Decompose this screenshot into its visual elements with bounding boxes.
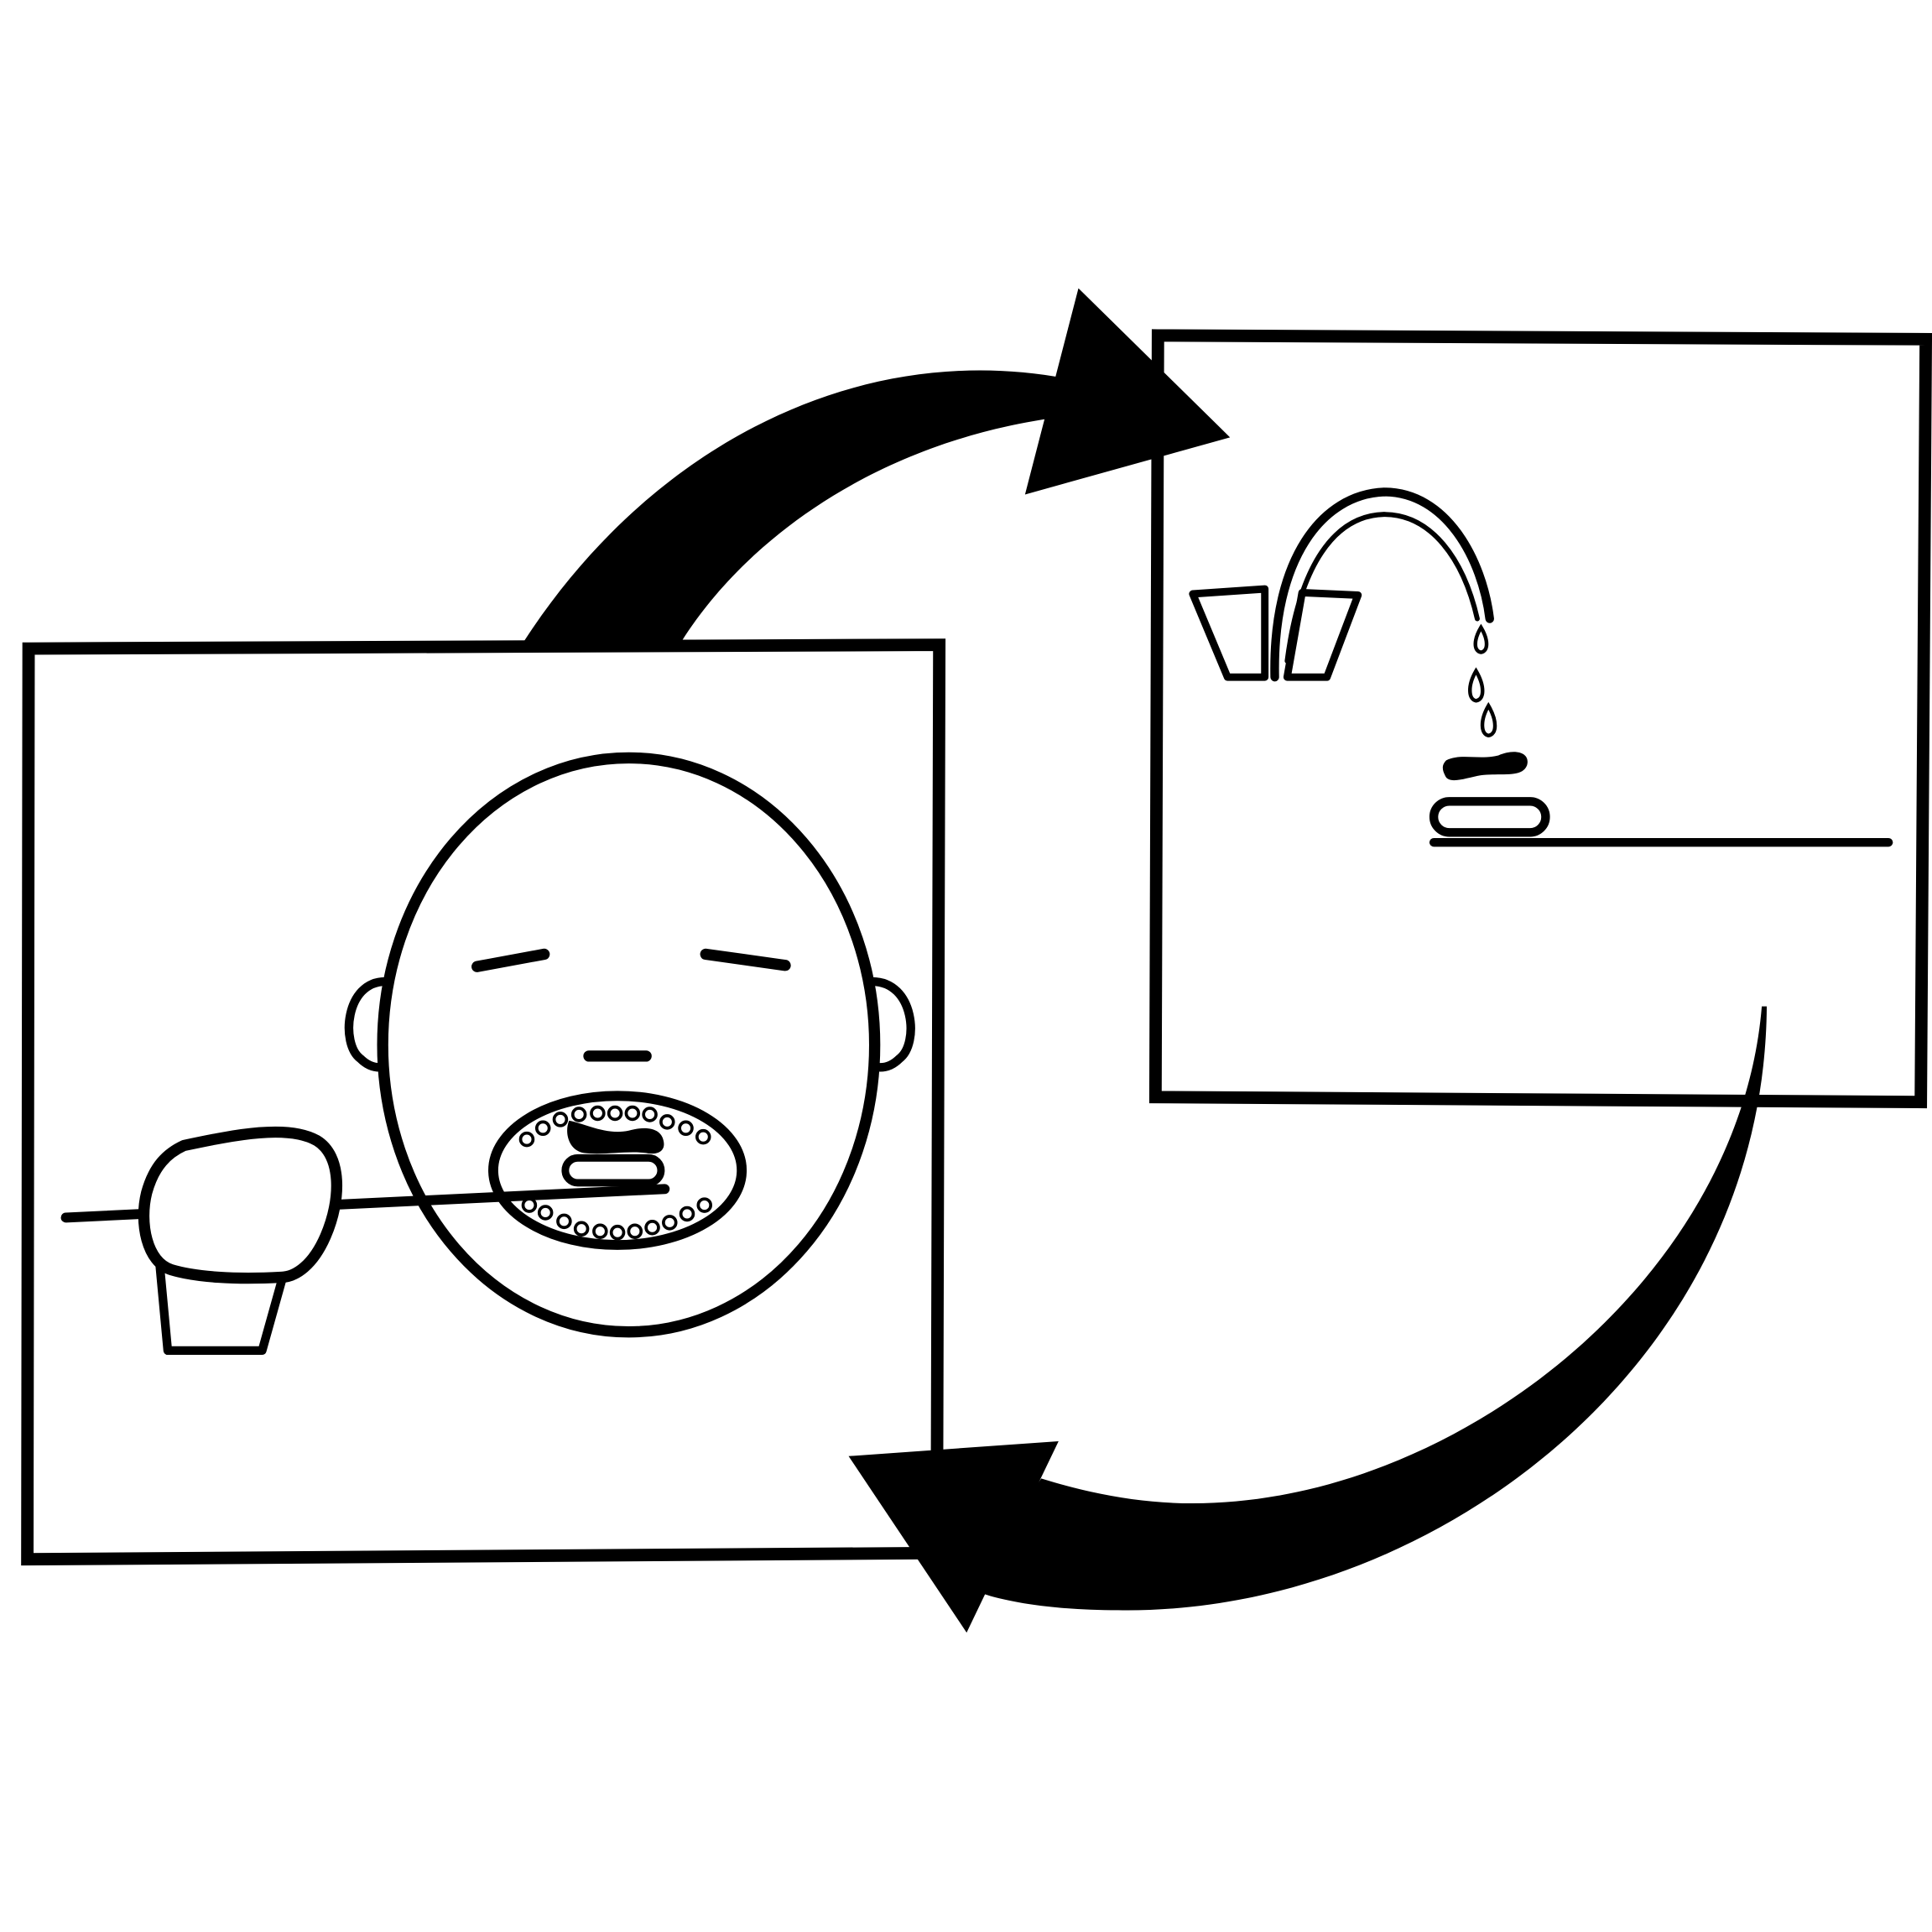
toothbrush-head-icon bbox=[561, 1153, 665, 1187]
toothpaste-on-brush-icon bbox=[567, 1120, 664, 1154]
faucet-spout-outer bbox=[1270, 487, 1494, 682]
faucet-spout-inner bbox=[1284, 512, 1480, 664]
arrow-bottom-head bbox=[848, 1440, 1059, 1633]
faucet-icon bbox=[1189, 487, 1494, 682]
toothpaste-icon bbox=[1442, 752, 1528, 781]
curved-arrow-icon-bottom bbox=[848, 1006, 1768, 1633]
hand-icon bbox=[138, 1126, 342, 1284]
water-drops-icon bbox=[1468, 623, 1497, 738]
left-eye-icon bbox=[471, 948, 550, 972]
arrow-bottom-body bbox=[969, 1006, 1768, 1611]
arrow-top-head bbox=[1024, 288, 1231, 495]
rinsing-panel bbox=[1148, 329, 1932, 1109]
rinsing-panel-frame bbox=[1148, 329, 1932, 1109]
arrow-top-body bbox=[519, 370, 1094, 649]
brushing-panel bbox=[21, 638, 946, 1566]
curved-arrow-icon-top bbox=[519, 288, 1231, 649]
lower-teeth-icon bbox=[521, 1197, 712, 1241]
upper-teeth-icon bbox=[518, 1105, 711, 1148]
right-eye-icon bbox=[700, 948, 791, 971]
toothbrush-hand-icon bbox=[60, 1126, 670, 1356]
right-ear-icon bbox=[867, 976, 915, 1072]
right-tap-handle-icon bbox=[1283, 589, 1362, 681]
open-mouth-icon bbox=[488, 1091, 747, 1250]
toothbrush-head-icon bbox=[1429, 797, 1550, 837]
left-tap-handle-icon bbox=[1189, 585, 1269, 681]
toothbrush-on-counter-icon bbox=[1429, 752, 1893, 847]
